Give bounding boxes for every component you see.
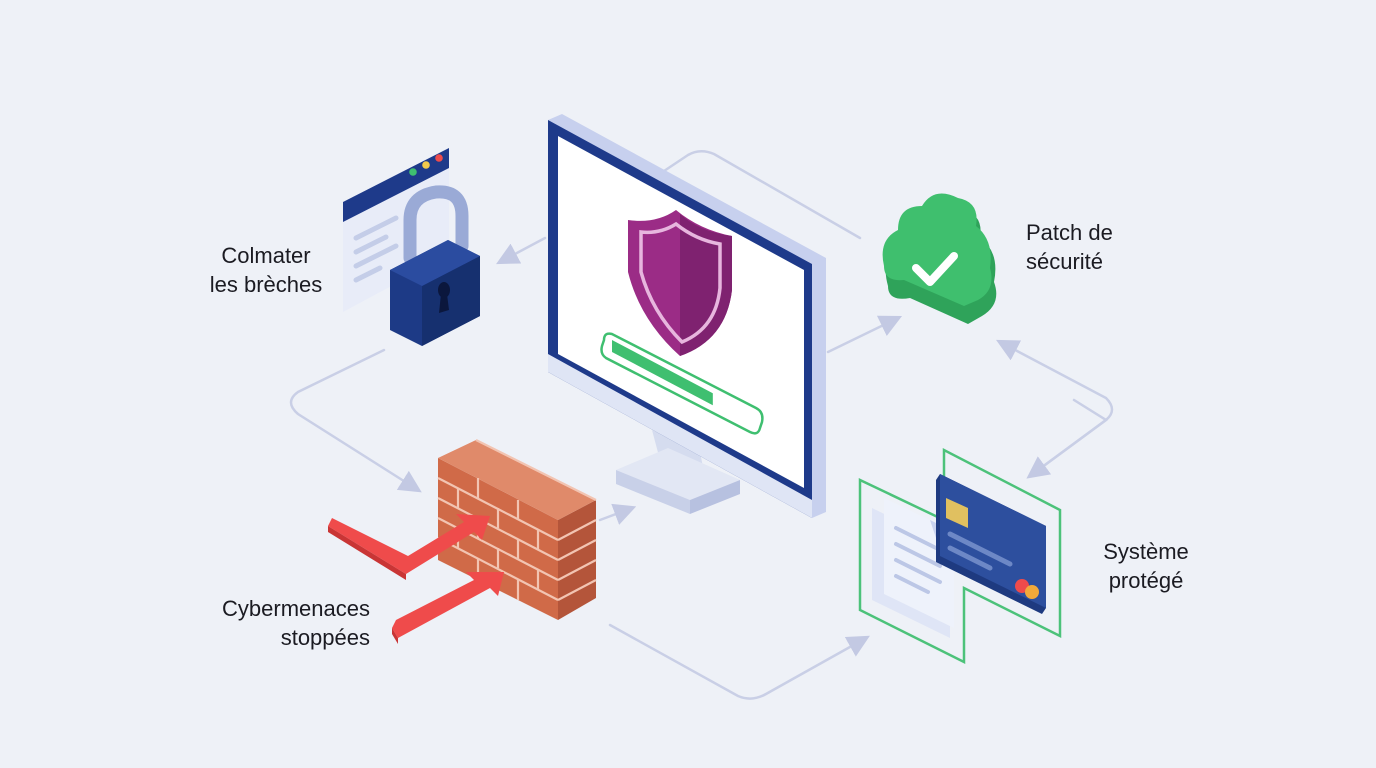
label-line: Patch de xyxy=(1026,220,1113,245)
threat-arrow-icon xyxy=(392,572,504,638)
threat-arrows xyxy=(328,514,504,644)
label-systeme-protege: Système protégé xyxy=(1086,537,1206,595)
connector-monitor-to-breaches xyxy=(496,236,547,265)
label-line: stoppées xyxy=(280,625,370,650)
label-line: Cybermenaces xyxy=(222,596,370,621)
connector-top-arc xyxy=(623,150,862,240)
shield-icon xyxy=(628,210,732,356)
label-line: les brèches xyxy=(209,272,323,297)
document-icon xyxy=(872,498,954,638)
connector-monitor-to-cloud xyxy=(826,315,903,354)
label-line: sécurité xyxy=(1026,249,1104,274)
label-colmater-les-breches: Colmater les brèches xyxy=(186,241,346,299)
padlock-icon xyxy=(390,185,480,346)
label-line: protégé xyxy=(1108,568,1184,593)
brick-wall-icon xyxy=(437,439,597,620)
connector-wall-to-monitor xyxy=(598,503,637,525)
connector-protected-bottom xyxy=(1026,398,1109,479)
progress-fill xyxy=(612,340,713,406)
progress-bar xyxy=(600,332,764,435)
credit-card-icon xyxy=(936,474,1046,614)
label-line: Système xyxy=(1103,539,1189,564)
threat-arrow-icon xyxy=(328,514,490,574)
label-patch-de-securite: Patch de sécurité xyxy=(1026,218,1166,276)
cycle-connectors xyxy=(289,150,1114,700)
connector-breaches-to-wall xyxy=(289,348,422,493)
connector-wall-to-protected xyxy=(608,623,870,700)
breaches-illustration xyxy=(343,148,480,346)
protected-system-illustration xyxy=(858,447,1062,665)
label-cybermenaces-stoppees: Cybermenaces stoppées xyxy=(170,594,370,652)
label-line: Colmater xyxy=(221,243,311,268)
monitor-icon xyxy=(548,114,826,518)
cloud-check-icon xyxy=(882,193,997,324)
